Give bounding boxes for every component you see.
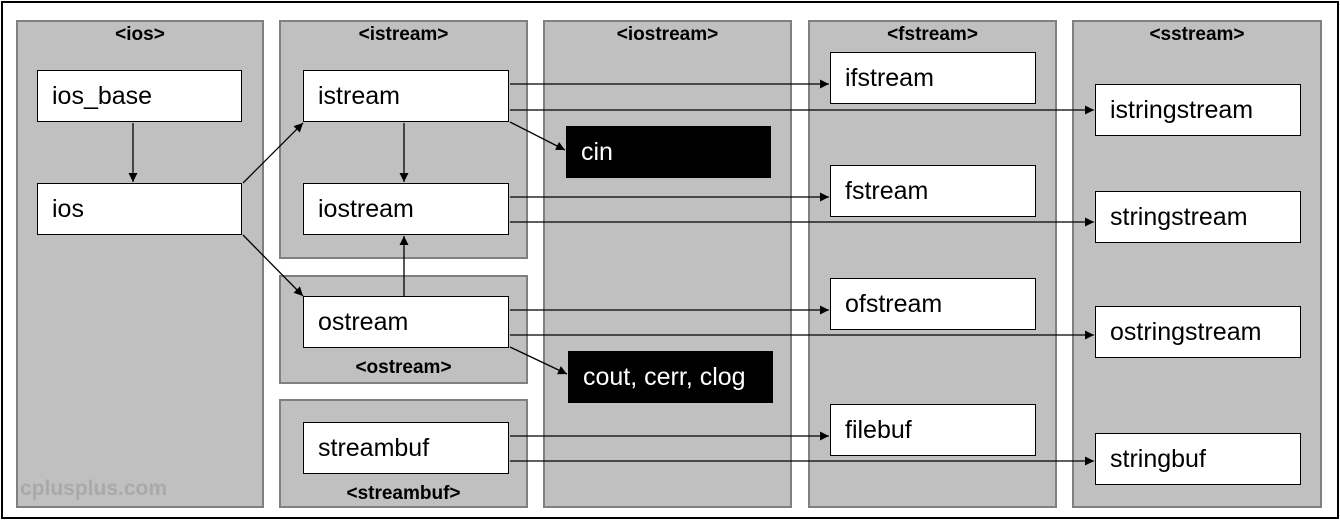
class-istringstream[interactable]: istringstream [1095, 84, 1301, 136]
arrow-ios-ostream [242, 234, 304, 297]
class-streambuf[interactable]: streambuf [303, 422, 509, 474]
header-iostream: <iostream> [616, 24, 719, 45]
class-ostream[interactable]: ostream [303, 296, 509, 348]
header-sstream: <sstream> [1149, 24, 1245, 45]
class-ios[interactable]: ios [37, 183, 242, 235]
arrow-ios-istream [242, 122, 304, 184]
object-cin[interactable]: cin [566, 126, 771, 178]
header-fstream: <fstream> [887, 24, 978, 45]
class-ios-base[interactable]: ios_base [37, 70, 242, 122]
object-cout-cerr-clog[interactable]: cout, cerr, clog [568, 351, 773, 403]
class-filebuf[interactable]: filebuf [830, 404, 1036, 456]
arrow-istream-cin [509, 121, 566, 151]
header-ios: <ios> [115, 24, 165, 45]
class-fstream[interactable]: fstream [830, 165, 1036, 217]
class-ifstream[interactable]: ifstream [830, 52, 1036, 104]
class-iostream[interactable]: iostream [303, 183, 509, 235]
header-streambuf: <streambuf> [346, 483, 461, 504]
watermark-logo: cplusplus.com [20, 477, 168, 500]
class-stringstream[interactable]: stringstream [1095, 191, 1301, 243]
class-ostringstream[interactable]: ostringstream [1095, 306, 1301, 358]
arrow-ostream-cout [509, 346, 568, 375]
header-istream: <istream> [358, 24, 449, 45]
region-iostream: <iostream> [543, 20, 792, 508]
class-stringbuf[interactable]: stringbuf [1095, 433, 1301, 485]
class-ofstream[interactable]: ofstream [830, 278, 1036, 330]
header-ostream: <ostream> [355, 357, 452, 378]
class-istream[interactable]: istream [303, 70, 509, 122]
